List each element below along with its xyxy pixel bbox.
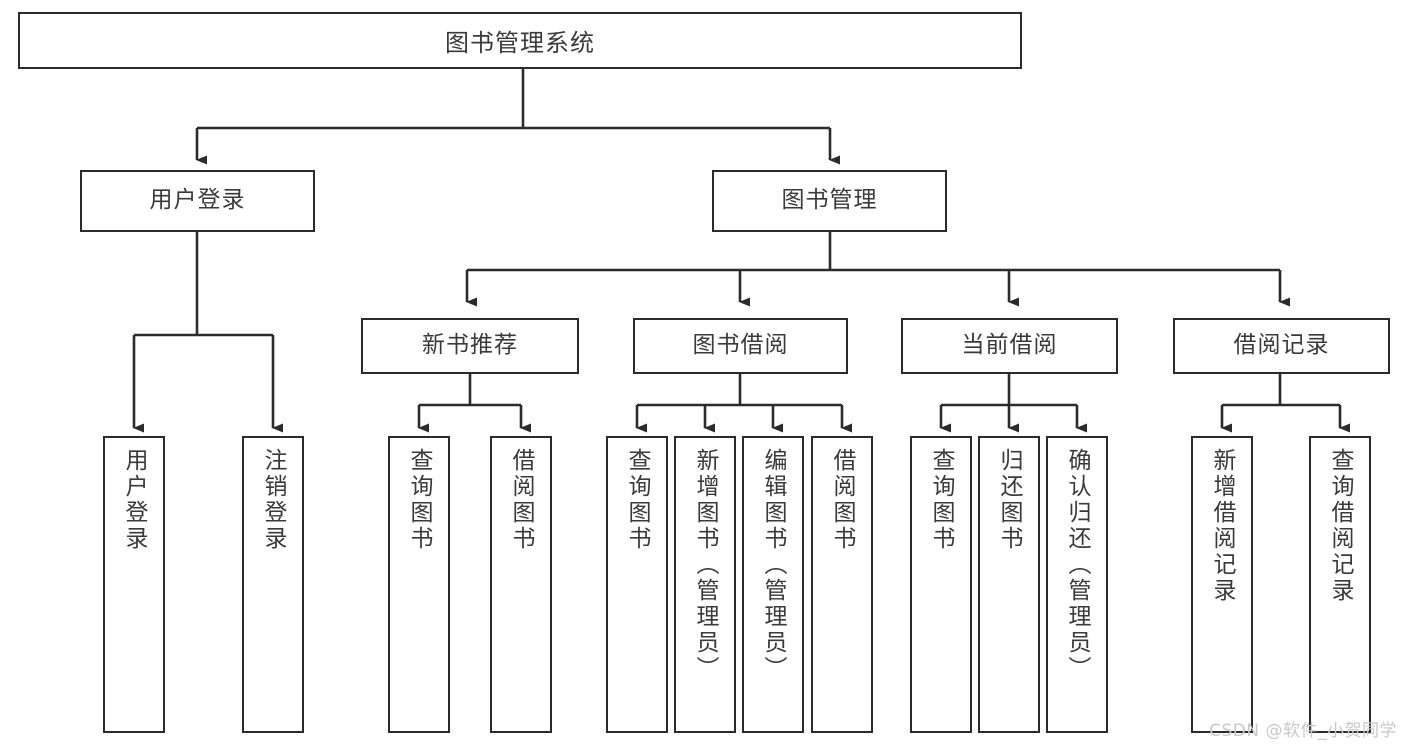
node-book-management[interactable]: 图书管理 <box>712 170 947 232</box>
node-root-label: 图书管理系统 <box>445 29 595 57</box>
node-user-login[interactable]: 用户登录 <box>80 170 315 232</box>
watermark: CSDN @软件_小贺同学 <box>1209 721 1397 741</box>
leaf-new-book-query-book[interactable]: 查询图书 <box>388 436 450 733</box>
node-new-book-recommend[interactable]: 新书推荐 <box>361 318 579 374</box>
leaf-borrow-record-add-record[interactable]: 新增借阅记录 <box>1191 436 1253 733</box>
leaf-label: 确认归还（管理员） <box>1064 448 1091 682</box>
leaf-book-borrow-borrow-book[interactable]: 借阅图书 <box>811 436 873 733</box>
leaf-label: 归还图书 <box>996 448 1023 552</box>
leaf-book-borrow-add-book-admin[interactable]: 新增图书（管理员） <box>674 436 736 733</box>
node-book-borrow[interactable]: 图书借阅 <box>633 318 848 374</box>
leaf-label: 借阅图书 <box>829 448 856 552</box>
leaf-label: 查询图书 <box>406 448 433 552</box>
leaf-current-borrow-confirm-return-admin[interactable]: 确认归还（管理员） <box>1046 436 1108 733</box>
leaf-label: 注销登录 <box>260 448 287 552</box>
node-user-login-label: 用户登录 <box>149 187 246 214</box>
node-book-borrow-label: 图书借阅 <box>692 332 789 359</box>
leaf-book-borrow-query-book[interactable]: 查询图书 <box>606 436 668 733</box>
leaf-label: 查询图书 <box>928 448 955 552</box>
leaf-current-borrow-return-book[interactable]: 归还图书 <box>978 436 1040 733</box>
leaf-label: 新增借阅记录 <box>1209 448 1236 604</box>
leaf-label: 查询借阅记录 <box>1327 448 1354 604</box>
node-current-borrow-label: 当前借阅 <box>961 332 1058 359</box>
leaf-label: 用户登录 <box>121 448 148 552</box>
leaf-label: 编辑图书（管理员） <box>760 448 787 682</box>
leaf-user-login-logout[interactable]: 注销登录 <box>242 436 304 733</box>
leaf-book-borrow-edit-book-admin[interactable]: 编辑图书（管理员） <box>742 436 804 733</box>
node-book-management-label: 图书管理 <box>781 187 878 214</box>
node-borrow-record-label: 借阅记录 <box>1233 332 1330 359</box>
leaf-current-borrow-query-book[interactable]: 查询图书 <box>910 436 972 733</box>
leaf-label: 新增图书（管理员） <box>692 448 719 682</box>
leaf-borrow-record-query-record[interactable]: 查询借阅记录 <box>1309 436 1371 733</box>
node-current-borrow[interactable]: 当前借阅 <box>901 318 1118 374</box>
leaf-label: 借阅图书 <box>508 448 535 552</box>
node-root-book-management-system[interactable]: 图书管理系统 <box>18 12 1022 69</box>
leaf-user-login-login[interactable]: 用户登录 <box>103 436 165 733</box>
leaf-new-book-borrow-book[interactable]: 借阅图书 <box>490 436 552 733</box>
node-new-book-recommend-label: 新书推荐 <box>422 332 518 359</box>
node-borrow-record[interactable]: 借阅记录 <box>1173 318 1390 374</box>
leaf-label: 查询图书 <box>624 448 651 552</box>
